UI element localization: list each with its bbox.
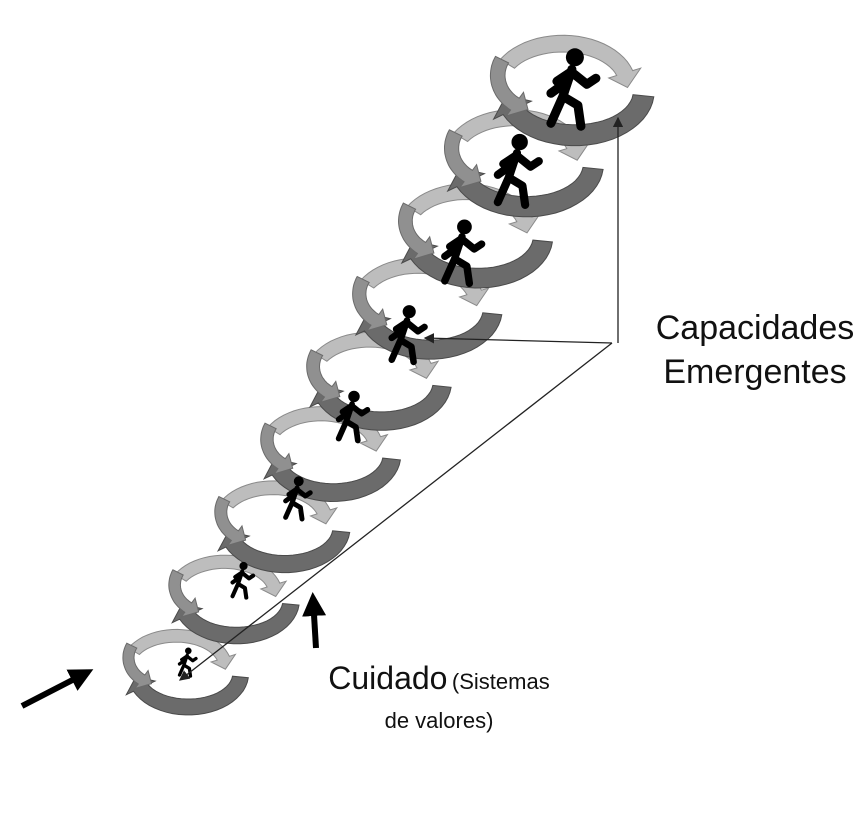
walker-icon-7 [493,133,543,209]
arrow-side-7 [397,202,435,260]
emergentes-text: Emergentes [663,353,847,391]
arrow-side-6 [352,275,388,332]
input-arrow [20,669,94,709]
pointer-lines [20,116,624,709]
walker-icon-5 [388,305,428,366]
cuidado-text: Cuidado [328,660,448,696]
arrow-side-5 [306,349,341,404]
arrow-side-4 [260,422,294,475]
cuidado-label: Cuidado (Sistemas de valores) [304,660,574,739]
arrow-side-2 [168,569,200,618]
arrow-side-3 [214,495,247,547]
walker-icon-2 [230,561,256,600]
capacidades-emergentes-label: Capacidades Emergentes [655,306,855,394]
arrow-side-8 [444,129,482,189]
walker-icon-1 [177,647,198,678]
cuidado-arrow [302,592,327,649]
pointer-line-mid [423,333,613,344]
arrow-side-9 [489,55,529,117]
helix-arrows [122,34,655,716]
sistemas-text: (Sistemas [451,669,550,694]
pointer-line-long [178,342,613,681]
walker-icon-6 [441,219,486,288]
walker-figures [177,48,601,678]
arrow-back-9 [499,34,642,89]
walker-icon-3 [283,476,313,522]
valores-text: de valores) [384,708,494,733]
walker-icon-4 [335,390,371,444]
capacidades-text: Capacidades [655,309,855,347]
walker-icon-8 [546,48,601,131]
arrow-side-1 [122,642,153,690]
